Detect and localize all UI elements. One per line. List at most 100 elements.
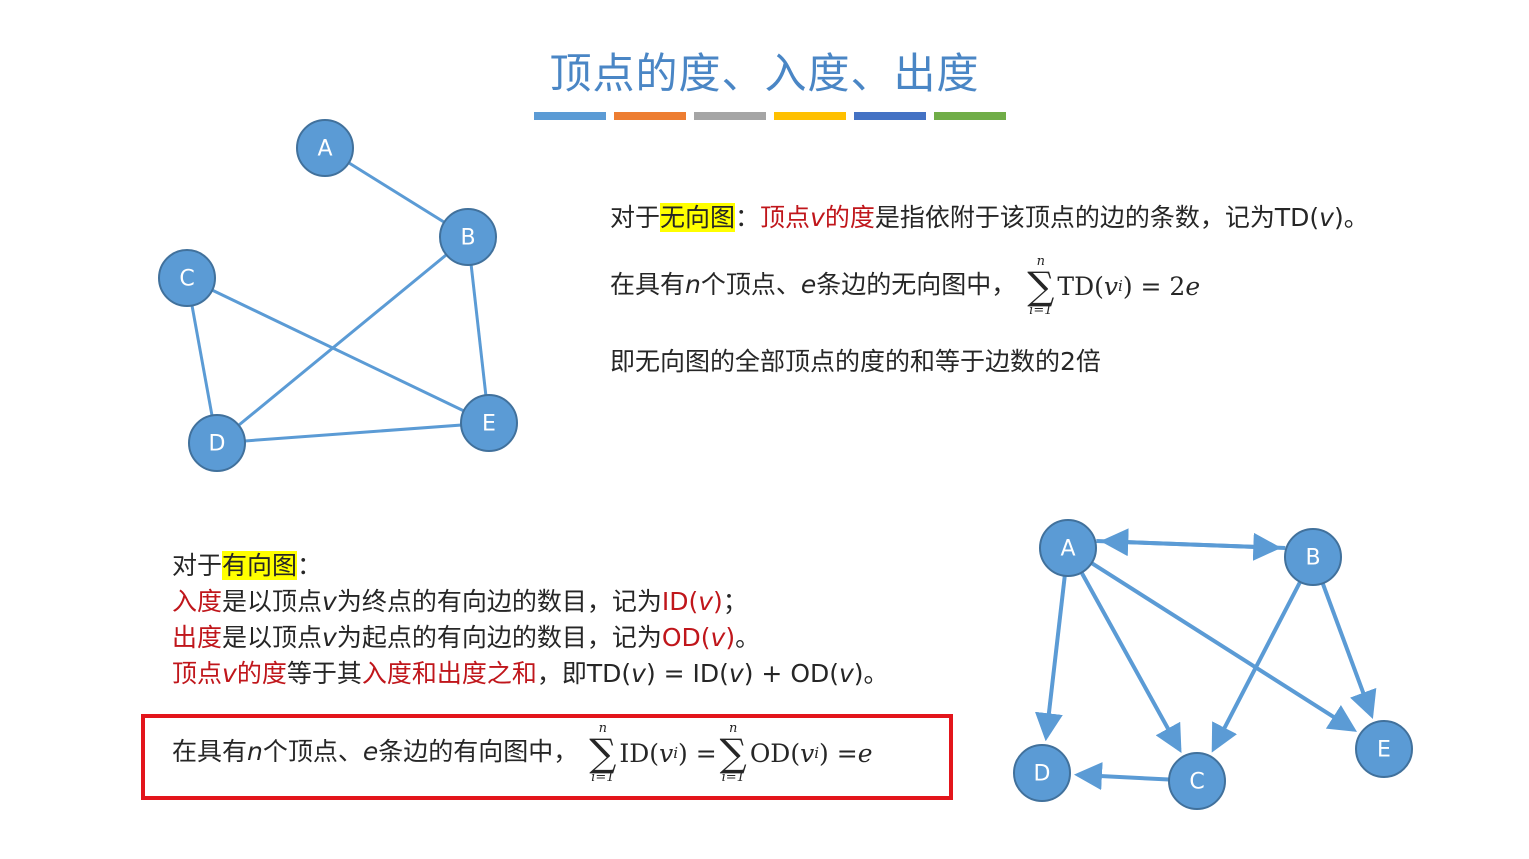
node-circle	[439, 208, 497, 266]
red-term: 顶点	[760, 203, 811, 232]
text-segment: n	[247, 737, 263, 766]
sigma-lower: i=1	[591, 770, 615, 785]
formula-sub: i	[673, 744, 679, 762]
red-term: 入度	[172, 587, 223, 616]
red-term: v	[710, 623, 726, 652]
formula-text: ID(	[619, 738, 660, 768]
node-label: B	[460, 226, 475, 251]
color-bar	[614, 112, 686, 120]
sigma-icon: ∑	[1027, 264, 1055, 308]
red-term: )	[725, 623, 736, 652]
in-degree-definition: 入度是以顶点v为终点的有向边的数目，记为ID(v)；	[172, 582, 748, 618]
out-degree-definition: 出度是以顶点v为起点的有向边的数目，记为OD(v)。	[172, 618, 760, 654]
text-segment: ：	[735, 203, 761, 232]
node-circle	[460, 394, 518, 452]
title-color-bars	[534, 112, 1006, 120]
text-segment: 为起点的有向边的数目，记为	[336, 623, 662, 652]
edge-B-E	[466, 236, 491, 424]
edge-B-D	[216, 235, 469, 445]
degree-sum-definition: 顶点v的度等于其入度和出度之和，即TD(v) = ID(v) + OD(v)。	[172, 654, 889, 690]
edge-D-E	[216, 421, 490, 445]
red-term: 顶点	[172, 659, 223, 688]
formula-text: ) =	[819, 738, 858, 768]
node-A: A	[296, 119, 354, 177]
red-term: 的度	[824, 203, 875, 232]
node-circle	[296, 119, 354, 177]
text-segment: 对于	[172, 551, 223, 580]
formula-text: e	[857, 738, 873, 768]
red-term: 的度	[236, 659, 287, 688]
text-segment: 是以顶点	[222, 587, 323, 616]
color-bar	[534, 112, 606, 120]
sigma: n ∑ i=1	[720, 722, 747, 784]
sigma-lower: i=1	[1029, 303, 1053, 318]
text-segment: v	[322, 587, 337, 616]
node-D: D	[1013, 744, 1071, 802]
text-segment: 个顶点、	[262, 737, 363, 766]
text-segment: v	[322, 623, 337, 652]
sigma-upper: n	[598, 721, 607, 736]
sigma: n ∑ i=1	[589, 722, 616, 784]
arc-B-C	[1211, 580, 1302, 753]
highlight-undirected-graph: 无向图	[660, 203, 736, 232]
undirected-graph: A B C D E	[158, 119, 518, 472]
sigma-icon: ∑	[589, 731, 617, 775]
formula-text: e	[1185, 271, 1201, 301]
red-term: v	[698, 587, 714, 616]
text-segment: ) + OD(	[743, 659, 839, 688]
text-segment: )。	[853, 659, 889, 688]
node-B: B	[439, 208, 497, 266]
text-segment: 在具有	[610, 270, 686, 299]
edge-C-E	[186, 276, 490, 425]
sigma-icon: ∑	[719, 731, 747, 775]
red-term: 入度和出度之和	[361, 659, 537, 688]
text-segment: 。	[735, 623, 761, 652]
formula-text: v	[659, 738, 674, 768]
node-label: A	[1060, 537, 1075, 562]
node-A: A	[1039, 519, 1097, 577]
node-label: E	[482, 412, 496, 437]
formula-text: v	[1103, 271, 1118, 301]
color-bar	[694, 112, 766, 120]
red-term: ID(	[661, 587, 699, 616]
sigma-upper: n	[1036, 254, 1045, 269]
node-circle	[1168, 752, 1226, 810]
node-circle	[1284, 528, 1342, 586]
arc-B-A	[1100, 528, 1286, 557]
node-label: A	[317, 137, 332, 162]
node-label: D	[1034, 762, 1051, 787]
arc-A-E	[1090, 561, 1357, 732]
arc-A-D	[1034, 575, 1067, 742]
node-label: D	[209, 432, 226, 457]
node-circle	[158, 249, 216, 307]
formula-text: ) = 2	[1122, 271, 1186, 301]
text-segment: 在具有	[172, 737, 248, 766]
red-term: 出度	[172, 623, 223, 652]
node-circle	[1013, 744, 1071, 802]
text-segment: 是指依附于该顶点的边的条数，记为TD(	[874, 203, 1320, 232]
text-segment: )。	[1333, 203, 1369, 232]
undirected-definition: 对于无向图：顶点v的度是指依附于该顶点的边的条数，记为TD(v)。	[610, 198, 1369, 234]
color-bar	[774, 112, 846, 120]
node-label: C	[179, 267, 194, 292]
red-term: )	[713, 587, 723, 616]
text-segment: 等于其	[286, 659, 362, 688]
red-term: v	[222, 659, 237, 688]
directed-heading: 对于有向图：	[172, 546, 322, 582]
node-E: E	[1355, 720, 1413, 778]
text-segment: ：	[297, 551, 323, 580]
text-segment: ，即TD(	[536, 659, 632, 688]
text-segment: 条边的有向图中，	[378, 737, 579, 766]
formula-text: TD(	[1057, 271, 1104, 301]
sigma-lower: i=1	[721, 770, 745, 785]
highlight-directed-graph: 有向图	[222, 551, 298, 580]
node-circle	[188, 414, 246, 472]
undirected-conclusion: 即无向图的全部顶点的度的和等于边数的2倍	[610, 347, 1101, 376]
node-E: E	[460, 394, 518, 452]
formula-sub: i	[814, 744, 820, 762]
node-circle	[1355, 720, 1413, 778]
